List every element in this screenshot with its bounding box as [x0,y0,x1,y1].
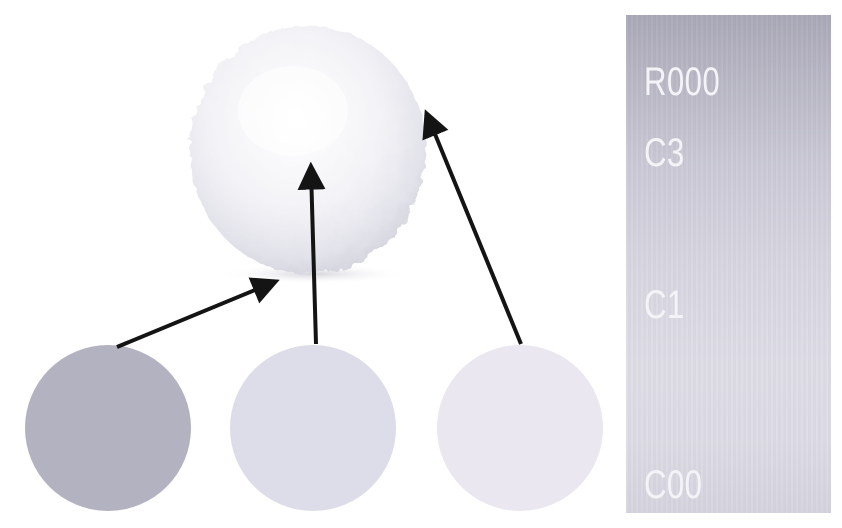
strip-label-r000: R000 [644,60,721,104]
strip-label-c00: C00 [644,463,703,507]
arrow-1 [116,277,280,349]
strip-label-c1: C1 [644,283,685,327]
arrow-3 [422,109,523,345]
swatch-mid [230,345,396,511]
swatch-light [437,345,603,511]
cotton-ball-icon [190,26,426,284]
marker-swatch-strip: R000 C3 C1 C00 [626,15,831,513]
swatch-dark [25,345,191,511]
strip-label-c3: C3 [644,131,685,175]
strip-texture [626,15,831,513]
